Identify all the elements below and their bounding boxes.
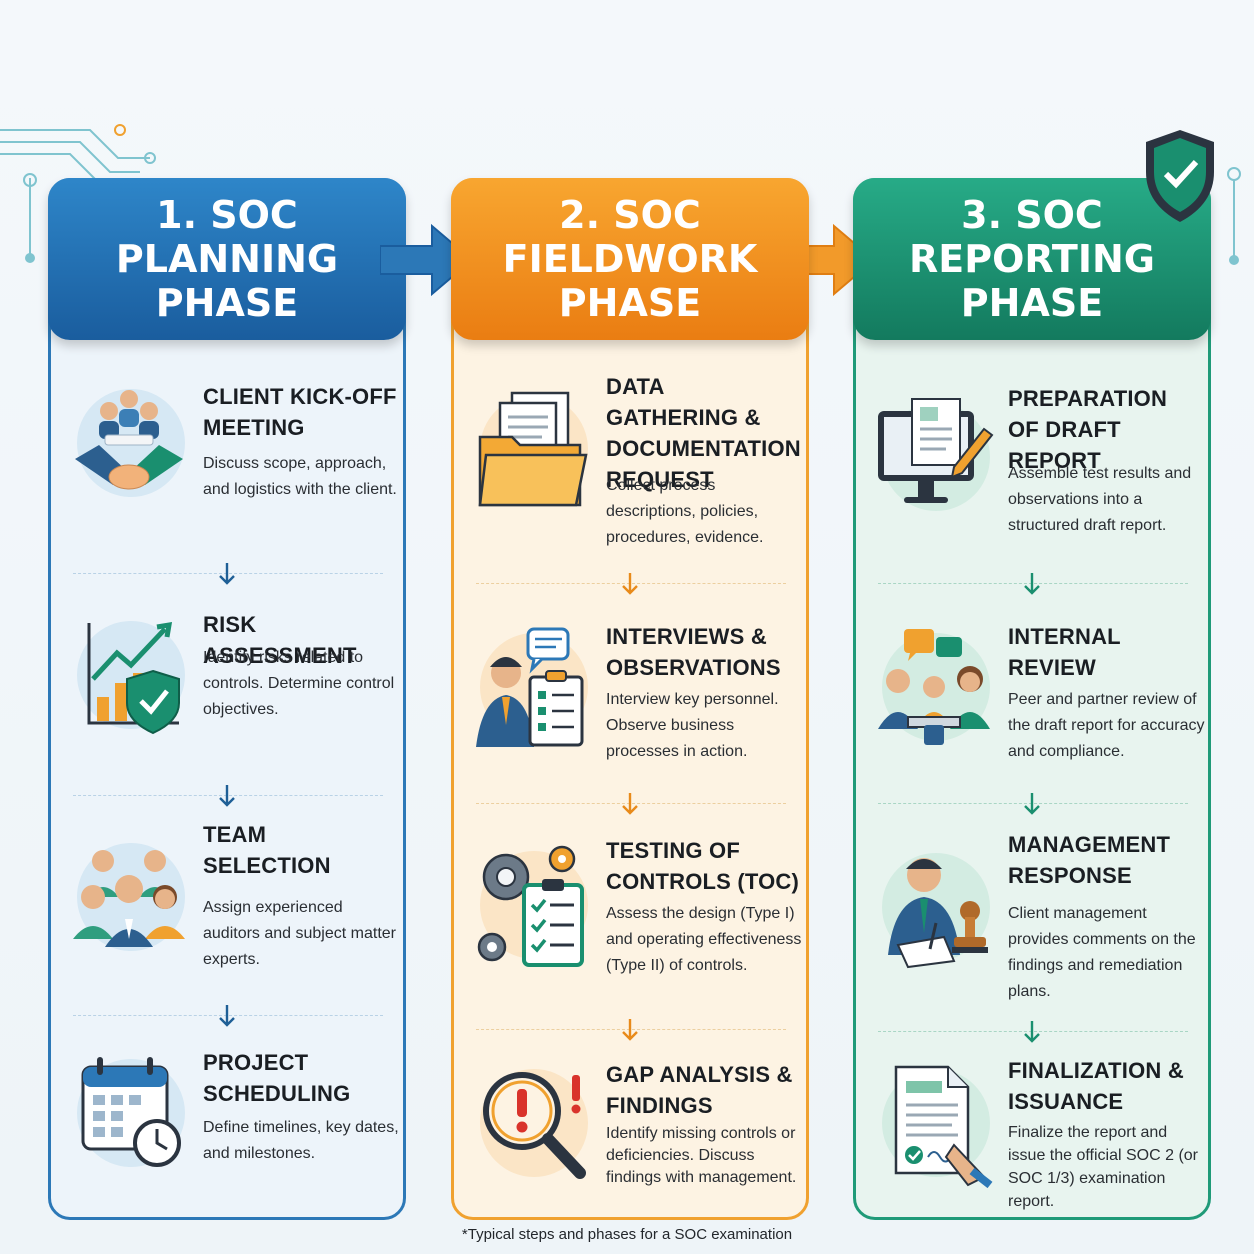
down-arrow-icon	[1024, 793, 1040, 815]
step-description: Discuss scope, approach, and logistics w…	[203, 455, 397, 498]
phase-header-reporting: 3. SOC REPORTING PHASE	[853, 178, 1211, 340]
step-title: GAP ANALYSIS & FINDINGS	[606, 1062, 793, 1118]
step-description: Identify missing controls or deficiencie…	[606, 1125, 797, 1186]
step-description: Assign experienced auditors and subject …	[203, 899, 396, 968]
step-description: Identify risks related to controls. Dete…	[203, 649, 395, 718]
chart-shield-icon	[69, 613, 189, 735]
calendar-clock-icon	[69, 1051, 189, 1171]
step-title: MANAGEMENT RESPONSE	[1008, 832, 1171, 888]
circuit-decoration-right	[1227, 167, 1241, 265]
down-arrow-icon	[622, 573, 638, 595]
step-description: Assess the design (Type I) and operating…	[606, 905, 802, 974]
footnote: *Typical steps and phases for a SOC exam…	[461, 1226, 793, 1243]
step-title: TEAM SELECTION	[203, 822, 331, 878]
team-people-icon	[69, 835, 189, 955]
phase-header-planning: 1. SOC PLANNING PHASE	[48, 178, 406, 340]
step-title: CLIENT KICK-OFF MEETING	[203, 384, 397, 440]
step-title: DATA GATHERING & DOCUMENTATION REQUEST	[606, 374, 801, 492]
signed-document-icon	[874, 1061, 994, 1189]
handshake-meeting-icon	[69, 381, 189, 501]
folder-documents-icon	[472, 387, 592, 507]
down-arrow-icon	[1024, 1021, 1040, 1043]
down-arrow-icon	[622, 793, 638, 815]
step-description: Define timelines, key dates, and milesto…	[203, 1119, 399, 1162]
down-arrow-icon	[1024, 573, 1040, 595]
circuit-decoration-left	[0, 124, 156, 263]
shield-check-icon	[1146, 130, 1214, 222]
step-title: INTERVIEWS & OBSERVATIONS	[606, 624, 781, 680]
review-team-icon	[874, 625, 994, 745]
phase-header-fieldwork: 2. SOC FIELDWORK PHASE	[451, 178, 809, 340]
down-arrow-icon	[622, 1019, 638, 1041]
step-title: INTERNAL REVIEW	[1008, 624, 1121, 680]
magnifier-alert-icon	[472, 1061, 592, 1181]
phase-column-fieldwork: 2. SOC FIELDWORK PHASE DATA GATHERING & …	[451, 178, 809, 1220]
step-title: RISK ASSESSMENT	[203, 612, 357, 668]
step-description: Peer and partner review of the draft rep…	[1008, 691, 1205, 760]
down-arrow-icon	[219, 563, 235, 585]
monitor-report-icon	[874, 395, 994, 515]
step-title: PROJECT SCHEDULING	[203, 1050, 351, 1106]
down-arrow-icon	[219, 785, 235, 807]
step-title: TESTING OF CONTROLS (TOC)	[606, 838, 800, 894]
interview-clipboard-icon	[472, 625, 592, 747]
phase-column-planning: 1. SOC PLANNING PHASE CLIENT KICK-OFF ME…	[48, 178, 406, 1220]
step-title: FINALIZATION & ISSUANCE	[1008, 1058, 1184, 1114]
step-description: Interview key personnel. Observe busines…	[606, 691, 779, 760]
step-description: Finalize the report and issue the offici…	[1008, 1124, 1199, 1210]
step-description: Assemble test results and observations i…	[1008, 465, 1192, 534]
phase-column-reporting: 3. SOC REPORTING PHASE PREPARATION OF DR…	[853, 178, 1211, 1220]
step-title: PREPARATION OF DRAFT REPORT	[1008, 386, 1168, 473]
gears-checklist-icon	[472, 843, 592, 967]
step-description: Client management provides comments on t…	[1008, 905, 1196, 1000]
manager-stamp-icon	[874, 845, 994, 969]
down-arrow-icon	[219, 1005, 235, 1027]
step-description: Collect process descriptions, policies, …	[606, 477, 764, 546]
